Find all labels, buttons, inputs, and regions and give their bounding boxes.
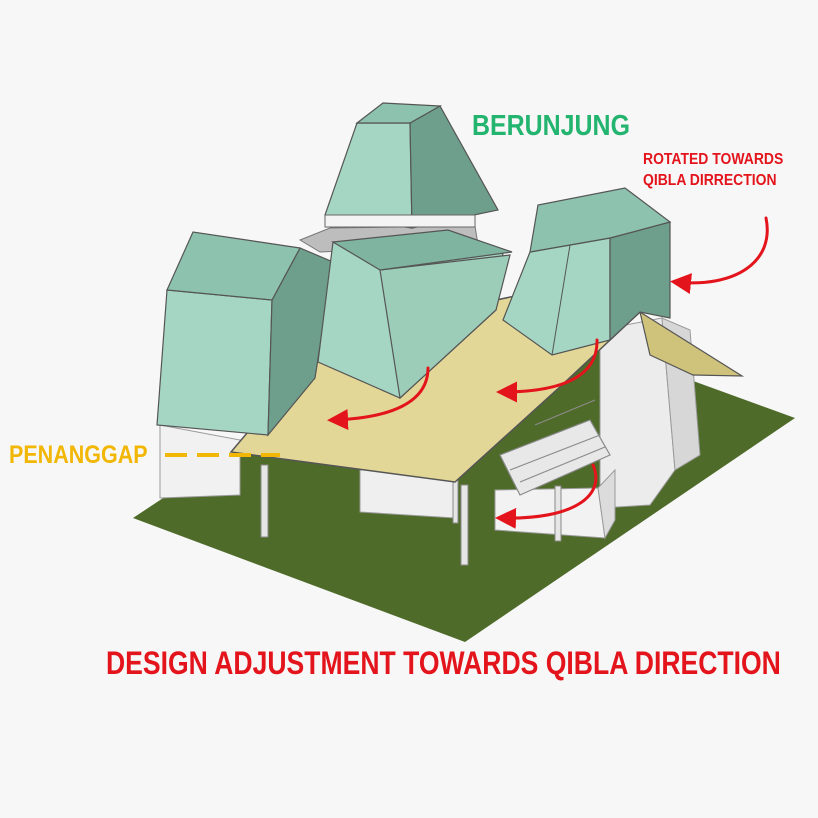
- diagram-caption: DESIGN ADJUSTMENT TOWARDS QIBLA DIRECTIO…: [106, 645, 781, 681]
- curved-arrow-icon: [495, 463, 598, 529]
- penanggap-label: PENANGGAP: [9, 441, 148, 469]
- penanggap-roof-eave: [639, 310, 745, 377]
- rotated-towards-qibla-label: ROTATED TOWARDS QIBLA DIRRECTION: [643, 149, 783, 191]
- left-berunjung-roof-front: [156, 289, 273, 436]
- rotated-label-line1: ROTATED TOWARDS: [643, 151, 784, 168]
- curved-arrow-icon: [670, 216, 769, 294]
- top-berunjung-roof-front: [324, 122, 413, 229]
- curved-arrow-icon: [327, 366, 430, 430]
- right-berunjung-roof-cap: [529, 187, 672, 253]
- stair-railing: [499, 399, 611, 496]
- left-berunjung-roof-cap: [166, 231, 301, 301]
- center-berunjung-roof-cap: [331, 229, 513, 271]
- top-berunjung-roof-cap: [355, 102, 443, 124]
- curved-arrow-icon: [496, 338, 599, 403]
- berunjung-label: BERUNJUNG: [472, 110, 630, 142]
- top-berunjung-eave: [324, 214, 476, 228]
- right-lower-block-side: [597, 468, 616, 540]
- rotation-arrows: [327, 216, 769, 529]
- right-berunjung-ridge: [551, 244, 571, 356]
- rotated-label-line2: QIBLA DIRRECTION: [643, 172, 777, 189]
- front-wall-left: [159, 424, 241, 499]
- center-berunjung-roof-side: [379, 254, 511, 400]
